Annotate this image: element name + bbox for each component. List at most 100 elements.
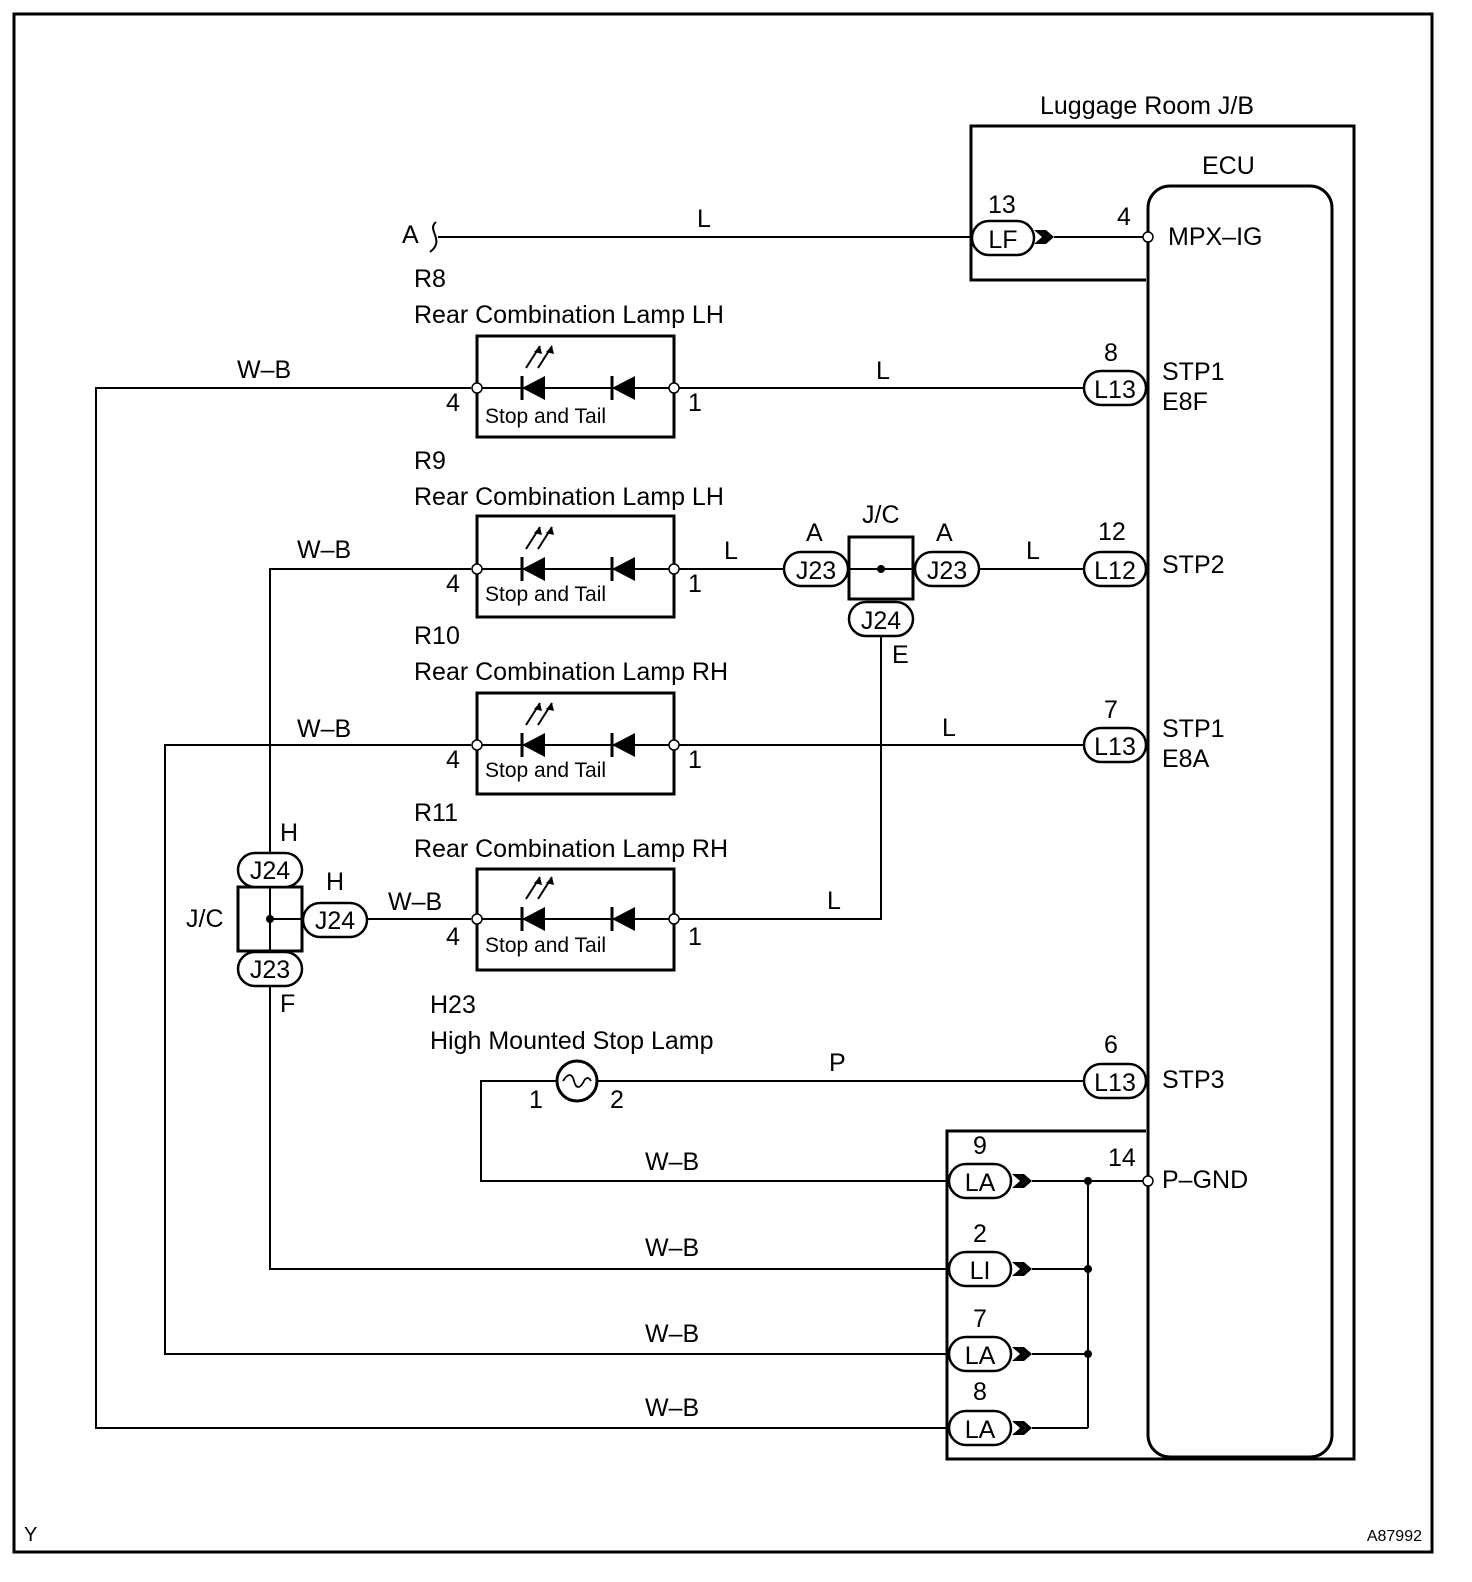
pin-r11-right: 1 bbox=[688, 923, 702, 951]
wire-jc-gnd bbox=[269, 986, 947, 1270]
footer-left: Y bbox=[24, 1524, 37, 1546]
terminal-r9-right bbox=[668, 563, 680, 575]
pin-l13-7: 7 bbox=[1104, 696, 1118, 724]
pin-la-7: 7 bbox=[973, 1305, 987, 1333]
svg-text:L13: L13 bbox=[1094, 376, 1136, 404]
ecu-title: ECU bbox=[1202, 152, 1255, 180]
jc-right-letter-left: A bbox=[806, 519, 823, 547]
wire-color-gnd-4: W–B bbox=[645, 1394, 699, 1422]
lamp-name-r8: Rear Combination Lamp LH bbox=[414, 301, 724, 329]
svg-text:L13: L13 bbox=[1094, 1069, 1136, 1097]
terminal-r8-right bbox=[668, 382, 680, 394]
lamp-inner-r10: Stop and Tail bbox=[485, 759, 606, 782]
jc-right-letter-bottom: E bbox=[892, 641, 909, 669]
jc-left-label: J/C bbox=[186, 905, 224, 933]
wire-label-a: A bbox=[402, 221, 419, 249]
terminal-mpx-ig bbox=[1142, 231, 1154, 243]
footer-right: A87992 bbox=[1367, 1528, 1422, 1545]
jc-right-node bbox=[877, 565, 885, 573]
svg-text:J23: J23 bbox=[796, 557, 836, 585]
wire-color-r8-right: L bbox=[876, 357, 890, 385]
led-symbol-r8 bbox=[477, 345, 674, 400]
wire-color-r11-left: W–B bbox=[388, 888, 442, 916]
pin-r9-right: 1 bbox=[688, 570, 702, 598]
lamp-inner-r8: Stop and Tail bbox=[485, 405, 606, 428]
ecu-terminal-mpx-ig: MPX–IG bbox=[1168, 223, 1262, 251]
pin-l13-8: 8 bbox=[1104, 339, 1118, 367]
pin-r11-left: 4 bbox=[446, 923, 460, 951]
pin-h23-left: 1 bbox=[529, 1086, 543, 1114]
wire-color-gnd-1: W–B bbox=[645, 1148, 699, 1176]
led-symbol-r11 bbox=[477, 876, 674, 931]
terminal-r10-left bbox=[471, 739, 483, 751]
wire-color-a: L bbox=[697, 205, 711, 233]
svg-text:J24: J24 bbox=[861, 607, 901, 635]
wire-color-r10-left: W–B bbox=[297, 715, 351, 743]
ecu-terminal-e8f: E8F bbox=[1162, 388, 1208, 416]
connector-la-9: LA bbox=[947, 1162, 1032, 1200]
svg-text:J23: J23 bbox=[250, 956, 290, 984]
connector-j24-top: J24 bbox=[236, 851, 304, 889]
lamp-name-r11: Rear Combination Lamp RH bbox=[414, 835, 728, 863]
svg-text:LF: LF bbox=[988, 226, 1017, 254]
jc-left-letter-right: H bbox=[326, 868, 344, 896]
wire-color-gnd-3: W–B bbox=[645, 1320, 699, 1348]
svg-text:J24: J24 bbox=[315, 907, 355, 935]
wire-color-r10-right: L bbox=[942, 714, 956, 742]
pin-h23-right: 2 bbox=[610, 1086, 624, 1114]
pin-la-9: 9 bbox=[973, 1132, 987, 1160]
ecu-box bbox=[1146, 184, 1334, 1459]
pin-r8-left: 4 bbox=[446, 389, 460, 417]
luggage-jb-box bbox=[945, 124, 1356, 1461]
connector-la-7: LA bbox=[947, 1335, 1032, 1373]
lamp-code-r8: R8 bbox=[414, 265, 446, 293]
svg-text:J23: J23 bbox=[927, 557, 967, 585]
wire-color-r11-right: L bbox=[827, 887, 841, 915]
pin-r10-left: 4 bbox=[446, 746, 460, 774]
wire-color-r9-right: L bbox=[1026, 537, 1040, 565]
wire-color-r9-left: W–B bbox=[297, 536, 351, 564]
pin-lf: 13 bbox=[988, 191, 1016, 219]
pin-l12-12: 12 bbox=[1098, 518, 1126, 546]
connector-li-2: LI bbox=[947, 1250, 1032, 1288]
connector-lf: LF bbox=[970, 219, 1054, 257]
svg-text:LA: LA bbox=[965, 1169, 996, 1197]
connector-l13-stp3: L13 bbox=[1082, 1062, 1148, 1100]
led-symbol-r10 bbox=[477, 702, 674, 757]
lamp-inner-r11: Stop and Tail bbox=[485, 934, 606, 957]
pin-p-gnd: 14 bbox=[1108, 1144, 1136, 1172]
lamp-code-r11: R11 bbox=[414, 799, 458, 827]
jc-left-node bbox=[266, 915, 274, 923]
bulb-symbol-h23 bbox=[555, 1059, 599, 1103]
pin-r8-right: 1 bbox=[688, 389, 702, 417]
svg-text:LA: LA bbox=[965, 1342, 996, 1370]
wire-r8-gnd bbox=[95, 387, 947, 1429]
terminal-r10-right bbox=[668, 739, 680, 751]
wire-j24-r11 bbox=[679, 636, 882, 920]
ecu-terminal-e8a: E8A bbox=[1162, 745, 1210, 773]
pin-li-2: 2 bbox=[973, 1220, 987, 1248]
lamp-name-r9: Rear Combination Lamp LH bbox=[414, 483, 724, 511]
lamp-code-h23: H23 bbox=[430, 991, 476, 1019]
wire-color-r8-left: W–B bbox=[237, 356, 291, 384]
wire-color-gnd-2: W–B bbox=[645, 1234, 699, 1262]
led-symbol-r9 bbox=[477, 526, 674, 581]
svg-text:L13: L13 bbox=[1094, 733, 1136, 761]
ecu-terminal-stp1-e8a: STP1 bbox=[1162, 715, 1225, 743]
connector-j24-right-jc: J24 bbox=[301, 901, 369, 939]
connector-j23-right: J23 bbox=[913, 550, 981, 588]
connector-j23-bottom-jc: J23 bbox=[236, 950, 304, 988]
jc-left-letter-bottom: F bbox=[280, 990, 295, 1018]
connector-j24-bottom: J24 bbox=[847, 600, 915, 638]
svg-text:LI: LI bbox=[970, 1257, 991, 1285]
ecu-terminal-stp1-e8f: STP1 bbox=[1162, 358, 1225, 386]
lamp-code-r9: R9 bbox=[414, 447, 446, 475]
connector-l13-stp1-e8f: L13 bbox=[1082, 369, 1148, 407]
terminal-r11-left bbox=[471, 913, 483, 925]
jc-left-letter-top: H bbox=[280, 819, 298, 847]
terminal-r8-left bbox=[471, 382, 483, 394]
pin-la-8: 8 bbox=[973, 1378, 987, 1406]
pin-l13-6: 6 bbox=[1104, 1031, 1118, 1059]
wire-r10-gnd bbox=[164, 744, 947, 1355]
lamp-code-r10: R10 bbox=[414, 622, 460, 650]
